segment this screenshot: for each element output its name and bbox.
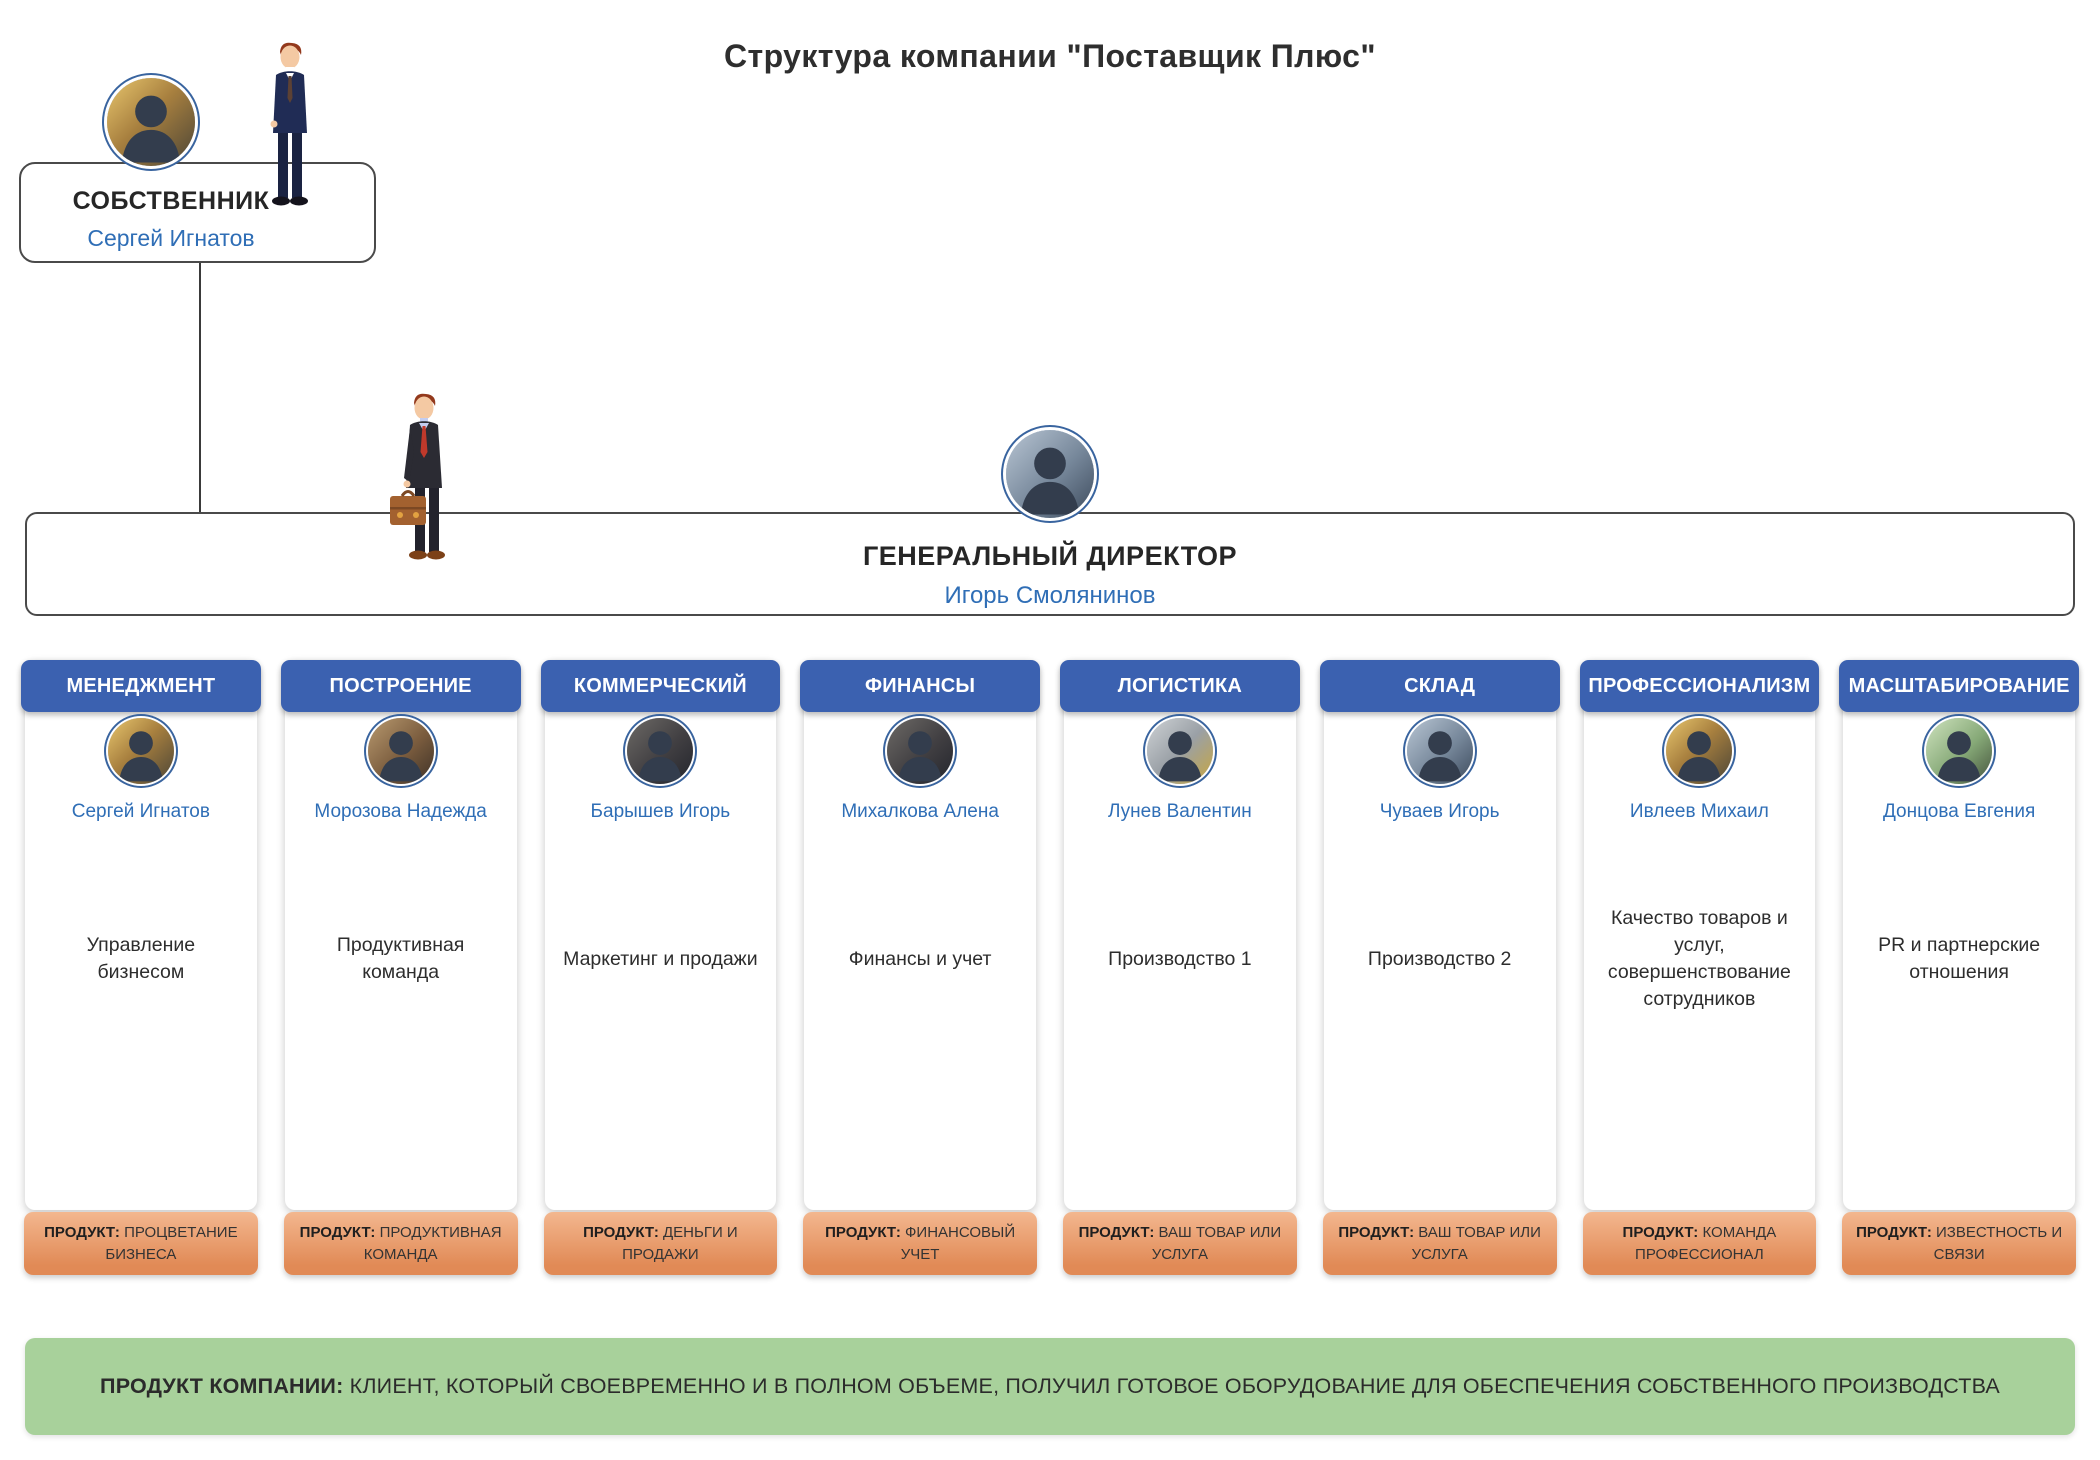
person-silhouette-icon xyxy=(1417,731,1462,782)
department-management: МЕНЕДЖМЕНТ Сергей Игнатов Управление биз… xyxy=(21,660,261,1275)
product-label: ПРОДУКТ: xyxy=(44,1223,120,1241)
product-badge: ПРОДУКТ: КОМАНДА ПРОФЕССИОНАЛ xyxy=(1582,1212,1817,1275)
person-silhouette-icon xyxy=(121,95,181,163)
product-label: ПРОДУКТ: xyxy=(1338,1223,1415,1241)
department-description: Производство 2 xyxy=(1367,947,1512,970)
product-label: ПРОДУКТ: xyxy=(825,1223,901,1241)
businessman-illustration xyxy=(270,42,308,206)
person-silhouette-icon xyxy=(119,731,163,782)
director-role-label: ГЕНЕРАЛЬНЫЙ ДИРЕКТОР xyxy=(862,541,1238,571)
department-description: Производство 1 xyxy=(1108,947,1252,970)
person-silhouette-icon xyxy=(378,731,423,782)
avatar xyxy=(1666,718,1733,784)
department-description: Маркетинг и продажи xyxy=(563,947,758,970)
person-name: Сергей Игнатов xyxy=(71,801,210,822)
director-photo xyxy=(1006,430,1094,518)
person-name: Ивлеев Михаил xyxy=(1629,801,1769,822)
department-card: ПРОФЕССИОНАЛИЗМ Ивлеев Михаил Качество т… xyxy=(1579,660,1820,1210)
department-header: МАСШТАБИРОВАНИЕ xyxy=(1839,660,2079,712)
department-kommercheskiy: КОММЕРЧЕСКИЙ Барышев Игорь Маркетинг и п… xyxy=(540,660,781,1275)
department-description: PR и партнерские отношения xyxy=(1878,934,2041,983)
department-header: ФИНАНСЫ xyxy=(800,660,1040,712)
department-header: ПОСТРОЕНИЕ xyxy=(280,660,521,712)
department-card: СКЛАД Чуваев Игорь Производство 2 xyxy=(1319,660,1560,1210)
company-product-label: ПРОДУКТ КОМПАНИИ: xyxy=(100,1374,344,1399)
product-badge: ПРОДУКТ: ФИНАНСОВЫЙ УЧЕТ xyxy=(803,1212,1037,1275)
department-card: МЕНЕДЖМЕНТ Сергей Игнатов Управление биз… xyxy=(21,660,261,1210)
product-text: ВАШ ТОВАР ИЛИ УСЛУГА xyxy=(1411,1223,1541,1263)
avatar xyxy=(887,718,954,784)
person-name: Лунев Валентин xyxy=(1107,801,1252,822)
department-header: МЕНЕДЖМЕНТ xyxy=(21,660,261,712)
person-silhouette-icon xyxy=(1020,447,1080,515)
person-silhouette-icon xyxy=(898,731,942,782)
product-label: ПРОДУКТ: xyxy=(299,1223,376,1241)
department-card: ПОСТРОЕНИЕ Морозова Надежда Продуктивная… xyxy=(280,660,521,1210)
department-header: ПРОФЕССИОНАЛИЗМ xyxy=(1579,660,1820,712)
product-badge: ПРОДУКТ: ПРОДУКТИВНАЯ КОМАНДА xyxy=(283,1212,518,1275)
department-card: ФИНАНСЫ Михалкова Алена Финансы и учет xyxy=(800,660,1040,1210)
department-header: СКЛАД xyxy=(1319,660,1560,712)
department-sklad: СКЛАД Чуваев Игорь Производство 2 ПРОДУК… xyxy=(1319,660,1560,1275)
department-card: МАСШТАБИРОВАНИЕ Донцова Евгения PR и пар… xyxy=(1839,660,2079,1210)
avatar xyxy=(1406,718,1473,784)
avatar xyxy=(627,718,694,784)
owner-card-content: СОБСТВЕННИК Сергей Игнатов xyxy=(21,164,321,252)
owner-role-label: СОБСТВЕННИК xyxy=(72,187,270,215)
department-finansy: ФИНАНСЫ Михалкова Алена Финансы и учет П… xyxy=(800,660,1040,1275)
avatar xyxy=(107,718,174,784)
department-postroenie: ПОСТРОЕНИЕ Морозова Надежда Продуктивная… xyxy=(280,660,521,1275)
owner-photo xyxy=(107,78,195,166)
avatar xyxy=(367,718,434,784)
department-header: КОММЕРЧЕСКИЙ xyxy=(540,660,781,712)
department-description: Качество товаров и услуг, совершенствова… xyxy=(1607,907,1791,1010)
avatar xyxy=(1926,718,1993,784)
product-text: ДЕНЬГИ И ПРОДАЖИ xyxy=(622,1223,738,1263)
product-text: ИЗВЕСТНОСТЬ И СВЯЗИ xyxy=(1933,1223,2063,1263)
person-name: Морозова Надежда xyxy=(314,801,487,822)
person-name: Чуваев Игорь xyxy=(1379,801,1500,822)
department-masshtabirovanie: МАСШТАБИРОВАНИЕ Донцова Евгения PR и пар… xyxy=(1839,660,2079,1275)
person-silhouette-icon xyxy=(638,731,683,782)
product-label: ПРОДУКТ: xyxy=(1856,1223,1932,1241)
department-header: ЛОГИСТИКА xyxy=(1060,660,1300,712)
product-text: КОМАНДА ПРОФЕССИОНАЛ xyxy=(1635,1223,1777,1263)
avatar xyxy=(1146,718,1213,784)
person-name: Михалкова Алена xyxy=(841,801,999,822)
person-silhouette-icon xyxy=(1937,731,1981,782)
product-badge: ПРОДУКТ: ПРОЦВЕТАНИЕ БИЗНЕСА xyxy=(24,1212,258,1275)
owner-name: Сергей Игнатов xyxy=(87,225,255,251)
director-name: Игорь Смолянинов xyxy=(944,582,1156,609)
person-silhouette-icon xyxy=(1158,731,1202,782)
businessman-briefcase-illustration xyxy=(390,393,445,560)
director-card: ГЕНЕРАЛЬНЫЙ ДИРЕКТОР Игорь Смолянинов xyxy=(25,512,2075,616)
department-description: Продуктивная команда xyxy=(336,934,465,983)
product-label: ПРОДУКТ: xyxy=(583,1223,659,1241)
product-label: ПРОДУКТ: xyxy=(1078,1223,1155,1241)
owner-card: СОБСТВЕННИК Сергей Игнатов xyxy=(19,162,376,263)
owner-director-connector-line xyxy=(199,262,201,513)
page-title: Структура компании "Поставщик Плюс" xyxy=(724,38,1376,74)
person-silhouette-icon xyxy=(1677,731,1722,782)
person-name: Донцова Евгения xyxy=(1882,801,2036,822)
department-description: Управление бизнесом xyxy=(86,934,196,983)
product-badge: ПРОДУКТ: ВАШ ТОВАР ИЛИ УСЛУГА xyxy=(1063,1212,1297,1275)
product-badge: ПРОДУКТ: ВАШ ТОВАР ИЛИ УСЛУГА xyxy=(1322,1212,1557,1275)
person-name: Барышев Игорь xyxy=(590,801,731,822)
company-product-text: КЛИЕНТ, КОТОРЫЙ СВОЕВРЕМЕННО И В ПОЛНОМ … xyxy=(349,1374,2000,1399)
department-card: ЛОГИСТИКА Лунев Валентин Производство 1 xyxy=(1060,660,1300,1210)
department-description: Финансы и учет xyxy=(848,947,992,970)
product-text: ПРОЦВЕТАНИЕ БИЗНЕСА xyxy=(105,1223,238,1263)
department-professionalizm: ПРОФЕССИОНАЛИЗМ Ивлеев Михаил Качество т… xyxy=(1579,660,1820,1275)
department-logistika: ЛОГИСТИКА Лунев Валентин Производство 1 … xyxy=(1060,660,1300,1275)
product-badge: ПРОДУКТ: ДЕНЬГИ И ПРОДАЖИ xyxy=(543,1212,778,1275)
product-text: ФИНАНСОВЫЙ УЧЕТ xyxy=(900,1223,1016,1263)
product-text: ВАШ ТОВАР ИЛИ УСЛУГА xyxy=(1151,1223,1282,1263)
product-label: ПРОДУКТ: xyxy=(1622,1223,1699,1241)
product-text: ПРОДУКТИВНАЯ КОМАНДА xyxy=(363,1223,502,1263)
departments-row: МЕНЕДЖМЕНТ Сергей Игнатов Управление биз… xyxy=(21,660,2079,1275)
department-card: КОММЕРЧЕСКИЙ Барышев Игорь Маркетинг и п… xyxy=(540,660,781,1210)
company-product-banner: ПРОДУКТ КОМПАНИИ: КЛИЕНТ, КОТОРЫЙ СВОЕВР… xyxy=(25,1338,2075,1435)
product-badge: ПРОДУКТ: ИЗВЕСТНОСТЬ И СВЯЗИ xyxy=(1842,1212,2076,1275)
